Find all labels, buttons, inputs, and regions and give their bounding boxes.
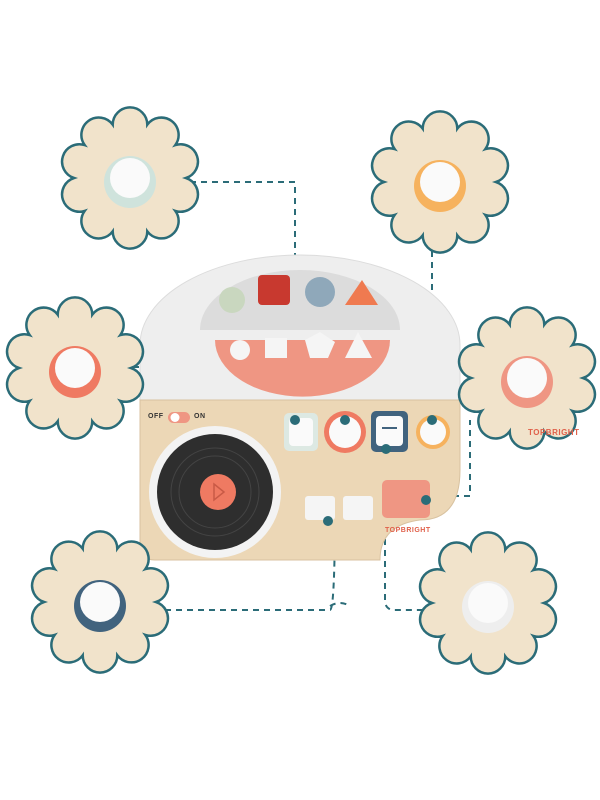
brand-logo: TOPBRIGHT <box>385 527 431 534</box>
blue-shape-block[interactable] <box>305 277 335 307</box>
volume-slider[interactable] <box>305 496 335 520</box>
play-icon <box>213 482 226 502</box>
shape-sorter-arc <box>215 340 390 397</box>
green-shape-block[interactable] <box>219 287 245 313</box>
feature-callouts <box>5 106 597 675</box>
play-button[interactable] <box>200 474 236 510</box>
rotary-knob[interactable] <box>420 419 446 445</box>
switch-off-label: OFF <box>148 413 164 420</box>
red-shape-block[interactable] <box>258 275 290 305</box>
tempo-slider[interactable] <box>343 496 373 520</box>
sound-button[interactable] <box>329 416 361 448</box>
shape-sorter-tray <box>200 270 400 330</box>
callout-brand-logo: TOPBRIGHT <box>528 428 580 437</box>
letter-roller[interactable] <box>382 480 430 518</box>
switch-on-label: ON <box>194 413 206 420</box>
blue-push-button[interactable] <box>376 416 403 446</box>
orange-shape-block[interactable] <box>345 280 378 305</box>
